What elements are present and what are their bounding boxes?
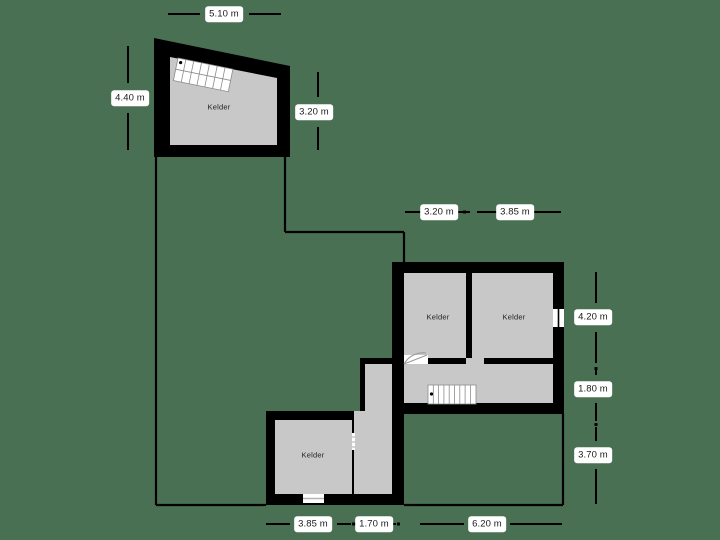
dim-left-4-40: 4.40 m: [111, 90, 149, 106]
door-gap-upper-right: [466, 358, 484, 364]
staircase-top-room: [172, 57, 234, 93]
middle-connector: [266, 358, 404, 505]
lower-left-room-floor: [275, 420, 352, 494]
dim-bottom-3-85: 3.85 m: [294, 516, 332, 532]
dim-top-5-10: 5.10 m: [205, 6, 243, 22]
window-bottom-left-room: [303, 494, 324, 503]
room-label-kelder-bottom-left: Kelder: [301, 450, 325, 460]
room-label-kelder-mid-left: Kelder: [426, 312, 450, 322]
dim-right-3-70: 3.70 m: [574, 447, 612, 463]
window-right-wall: [553, 309, 564, 327]
dim-right-4-20: 4.20 m: [574, 309, 612, 325]
dim-right-3-20: 3.20 m: [295, 104, 333, 120]
dimension-ticks: [352, 210, 598, 526]
room-label-kelder-mid-right: Kelder: [502, 312, 526, 322]
dim-bottom-1-70: 1.70 m: [355, 516, 393, 532]
dimension-lines: [127, 13, 597, 525]
dim-right-1-80: 1.80 m: [574, 381, 612, 397]
dim-top-3-20: 3.20 m: [420, 204, 458, 220]
dim-top-3-85: 3.85 m: [496, 204, 534, 220]
door-gap-bottom-left: [352, 433, 355, 450]
connector-floor: [365, 364, 392, 413]
upper-right-room-floor: [472, 273, 553, 358]
room-label-kelder-top: Kelder: [207, 102, 231, 112]
main-structure-upper: [392, 262, 564, 414]
upper-left-room-floor: [404, 273, 466, 358]
staircase-center: [427, 384, 477, 405]
upper-hall-floor: [404, 364, 553, 403]
dim-bottom-6-20: 6.20 m: [468, 516, 506, 532]
door-swing-center: [403, 352, 428, 365]
property-boundary: [154, 157, 565, 507]
lower-corridor-floor: [354, 411, 392, 494]
